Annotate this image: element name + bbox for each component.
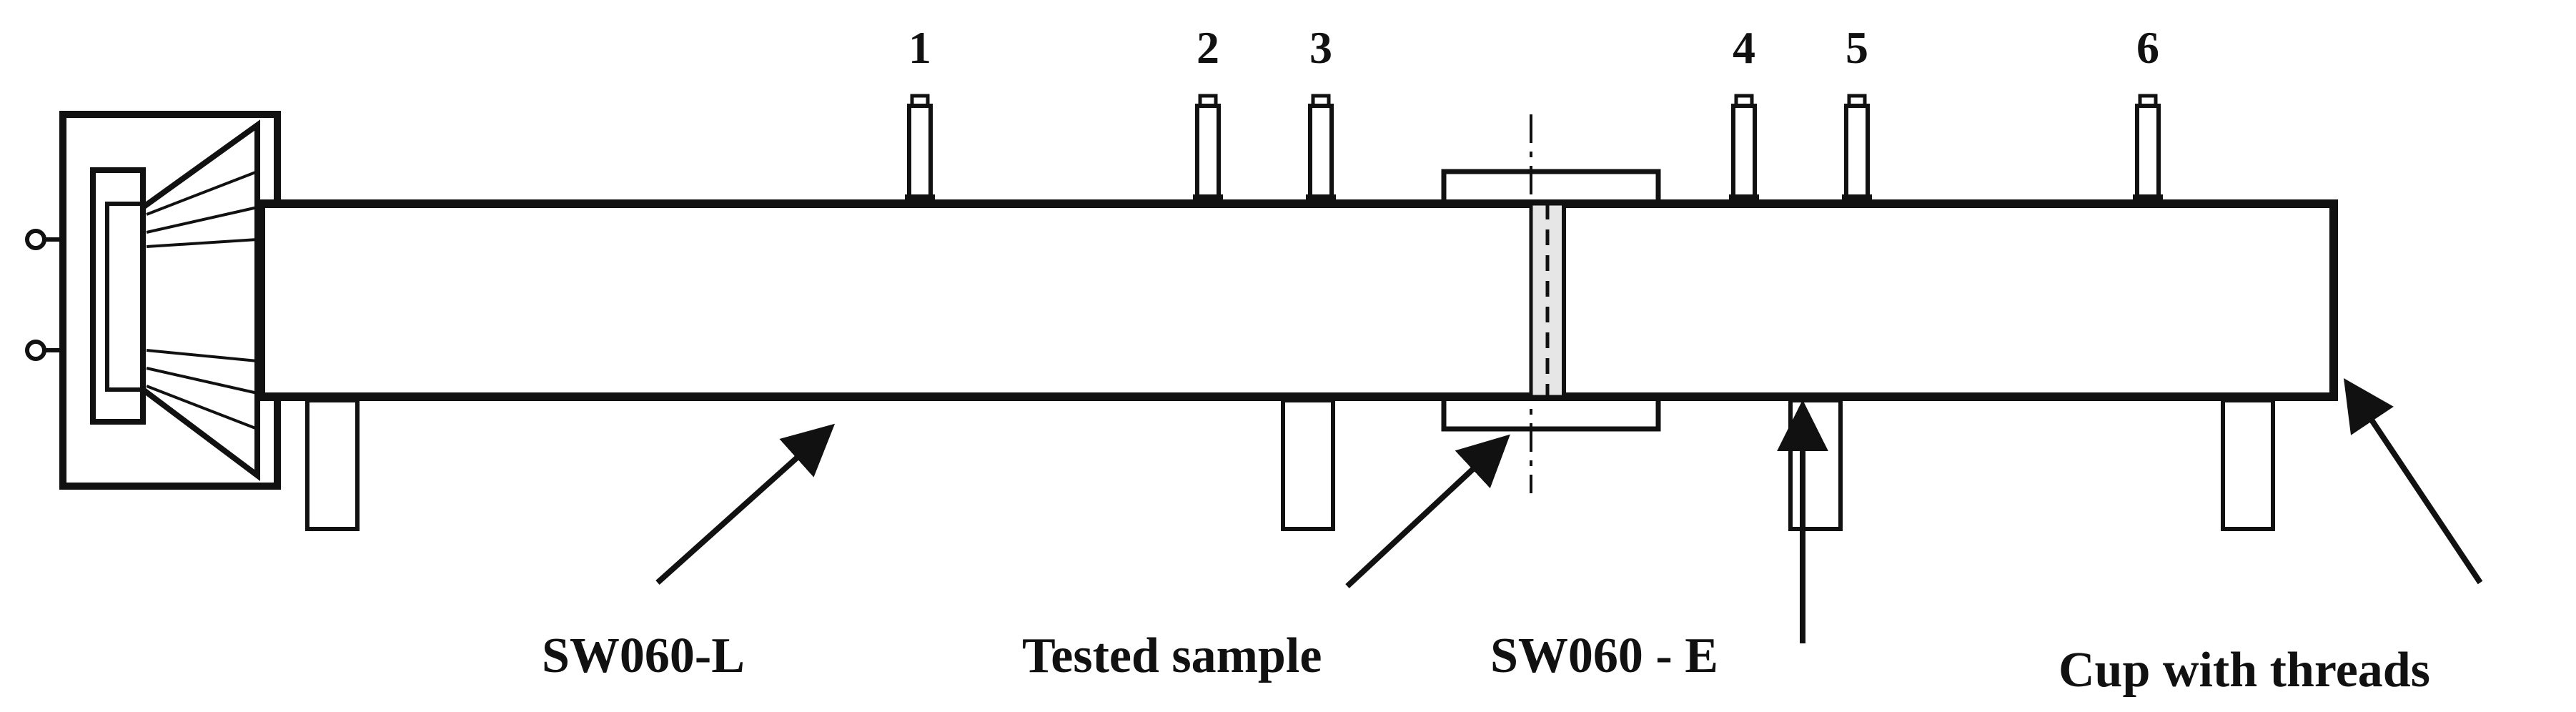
flange-bottom <box>1441 394 1661 432</box>
support-leg <box>305 398 360 531</box>
microphone-6 <box>2133 94 2163 202</box>
label-left-tube: SW060-L <box>542 628 745 683</box>
microphone-2 <box>1193 94 1223 202</box>
mic-number-5: 5 <box>1846 22 1868 73</box>
callout-arrows <box>655 378 2483 643</box>
mic-number-4: 4 <box>1733 22 1755 73</box>
callout-labels: SW060-L Tested sample SW060 - E Cup with… <box>542 628 2430 698</box>
tested-sample <box>1529 202 1566 399</box>
arrow-sample <box>1345 434 1510 588</box>
support-legs <box>305 398 2275 531</box>
label-right-tube: SW060 - E <box>1490 628 1718 683</box>
speaker-housing <box>59 111 281 490</box>
speaker-connectors <box>25 229 63 361</box>
flange-top <box>1441 169 1661 207</box>
microphones <box>905 94 2163 202</box>
arrow-cup <box>2344 378 2483 585</box>
microphone-1 <box>905 94 935 202</box>
support-leg <box>2221 398 2275 531</box>
mic-number-6: 6 <box>2136 22 2159 73</box>
microphone-5 <box>1842 94 1872 202</box>
microphone-4 <box>1729 94 1759 202</box>
mic-number-2: 2 <box>1197 22 1219 73</box>
arrow-left-tube <box>655 423 836 585</box>
support-leg <box>1788 398 1843 531</box>
support-leg <box>1281 398 1335 531</box>
mic-number-1: 1 <box>908 22 931 73</box>
microphone-numbers: 1 2 3 4 5 6 <box>908 22 2159 73</box>
tube-body <box>257 199 2338 401</box>
label-tested-sample: Tested sample <box>1022 628 1322 683</box>
label-cup: Cup with threads <box>2059 643 2430 698</box>
mic-number-3: 3 <box>1309 22 1332 73</box>
microphone-3 <box>1306 94 1336 202</box>
